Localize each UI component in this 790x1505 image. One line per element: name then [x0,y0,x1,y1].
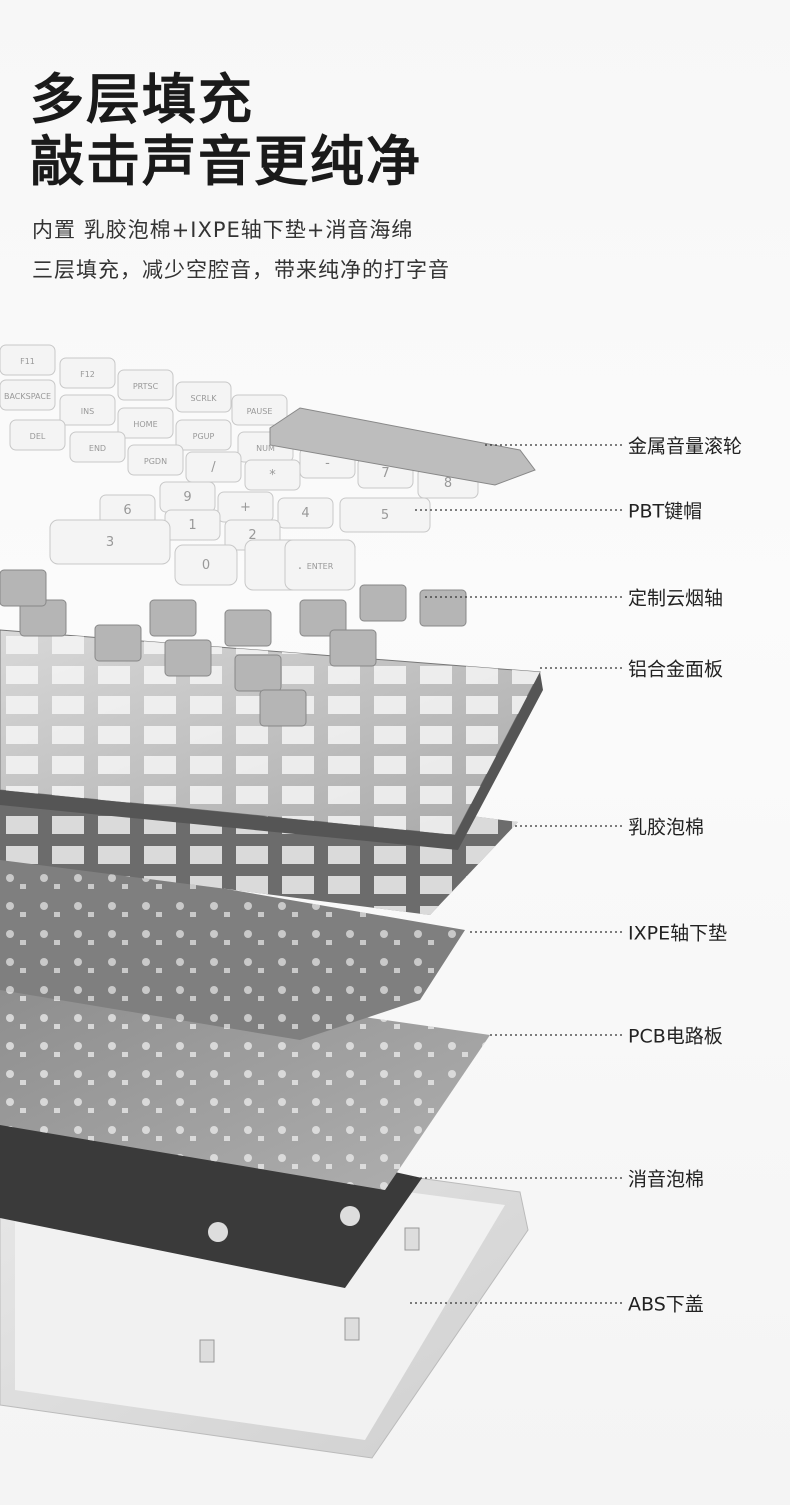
switches-layer [0,569,467,727]
keycap-legend: 9 [183,490,191,505]
keycap-legend: 8 [444,476,452,491]
keycap-legend: 3 [106,535,114,550]
keycap-legend: HOME [133,420,157,429]
keycap-legend: - [325,456,330,471]
keycap-legend: 7 [381,466,389,481]
keycap-legend: SCRLK [191,394,218,403]
keycap-legend: 6 [123,503,131,518]
label-keycaps: PBT键帽 [628,500,703,523]
keycap-legend: 0 [202,558,210,573]
subtitle-line1: 内置 乳胶泡棉+IXPE轴下垫+消音海绵 [32,218,414,242]
keycap-legend: 5 [381,508,389,523]
keycap-legend: F12 [80,370,95,379]
leader-lines [410,444,622,1304]
label-pcb: PCB电路板 [628,1025,723,1048]
label-latex-foam: 乳胶泡棉 [628,816,705,839]
label-volume-wheel: 金属音量滚轮 [628,435,743,458]
label-bottom-case: ABS下盖 [628,1293,704,1316]
keycap-legend: BACKSPACE [4,392,51,401]
keycap-legend: 2 [248,528,256,543]
keycap-legend: DEL [30,432,46,441]
pcb-layer [0,965,490,1190]
keycap-legend: NUM [256,444,275,453]
keycap-legend: / [211,460,216,475]
keycap-legend: + [240,500,251,515]
keycap-legend: * [269,468,276,483]
label-sound-foam: 消音泡棉 [628,1168,705,1191]
label-switches: 定制云烟轴 [628,587,724,610]
keycap-legend: . [298,558,302,573]
subtitle-line2: 三层填充，减少空腔音，带来纯净的打字音 [32,258,450,282]
keycap-legend: 4 [301,506,309,521]
keycap-legend: END [89,444,106,453]
keycaps-layer [0,344,479,591]
keycap-legend: PGDN [144,457,167,466]
label-plate: 铝合金面板 [628,658,724,681]
headline-line2: 敲击声音更纯净 [30,130,422,193]
keycap-legend: ENTER [307,562,334,571]
keycap-legend: F11 [20,357,35,366]
keycap-legend: PGUP [193,432,215,441]
ixpe-pad-layer [0,850,465,1040]
keycap-legend: PAUSE [247,407,273,416]
keycap-legend: 1 [188,518,196,533]
aluminum-plate-layer [0,629,543,850]
keycap-legend: PRTSC [133,382,159,391]
volume-wheel [269,407,536,486]
label-ixpe-pad: IXPE轴下垫 [628,922,728,945]
headline-line1: 多层填充 [30,68,254,131]
keycap-legend: INS [81,407,94,416]
